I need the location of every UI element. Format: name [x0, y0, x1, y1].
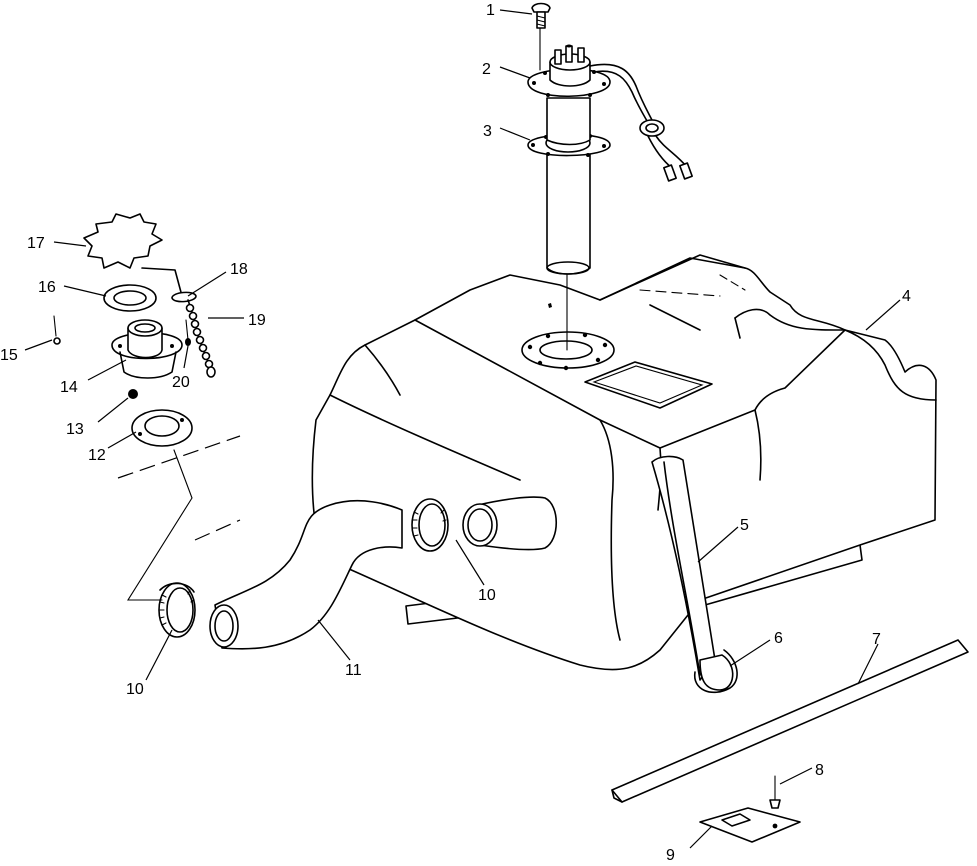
callout-labels: 1 2 3 4 5 6 7 8 9 10 10 11 12 13 14 15 1…: [0, 2, 911, 864]
callout-5: 5: [740, 517, 749, 534]
leader-lines: [24, 9, 901, 849]
filler-assembly: [53, 213, 216, 447]
hose-clamp-left: [158, 582, 196, 638]
callout-19: 19: [248, 312, 266, 329]
callout-17: 17: [27, 235, 45, 252]
callout-15: 15: [0, 347, 18, 364]
callout-6: 6: [774, 630, 783, 647]
callout-7: 7: [872, 631, 881, 648]
callout-13: 13: [66, 421, 84, 438]
callout-11: 11: [345, 662, 362, 679]
hose-clamp-right: [411, 498, 449, 552]
fuel-tank: [311, 254, 937, 671]
callout-10-right: 10: [478, 587, 496, 604]
callout-10-left: 10: [126, 681, 144, 698]
bracket: [699, 775, 801, 843]
fuel-sender-assembly: [527, 2, 693, 351]
callout-9: 9: [666, 847, 675, 861]
callout-1: 1: [486, 2, 495, 19]
callout-12: 12: [88, 447, 106, 464]
filler-hose: [209, 499, 403, 650]
skid-strip: [611, 639, 969, 803]
callout-2: 2: [482, 61, 491, 78]
callout-18: 18: [230, 261, 248, 278]
alignment-lines: [117, 27, 541, 601]
callout-4: 4: [902, 288, 911, 305]
callout-14: 14: [60, 379, 78, 396]
tank-strap: [651, 455, 738, 694]
callout-20: 20: [172, 374, 190, 391]
callout-16: 16: [38, 279, 56, 296]
callout-3: 3: [483, 123, 492, 140]
screw-1: [531, 2, 551, 29]
callout-8: 8: [815, 762, 824, 779]
